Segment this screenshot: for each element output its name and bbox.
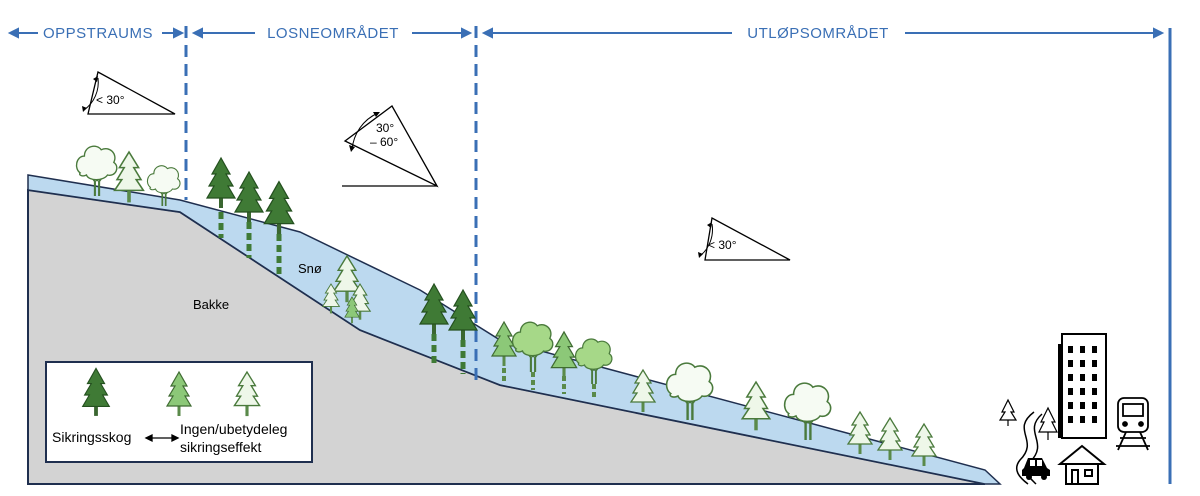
snow-label: Snø — [298, 261, 322, 276]
angle-label-release-top: 30° — [376, 121, 394, 135]
protective-tree — [263, 180, 295, 276]
building-icon — [1058, 333, 1107, 439]
protective-tree — [419, 283, 449, 364]
snow-layer — [27, 174, 1002, 485]
small-tree-icon — [998, 398, 1058, 440]
dark-conifer-icon — [206, 157, 236, 209]
dark-conifer-icon — [234, 171, 264, 223]
angle-label-runout: < 30° — [708, 238, 737, 252]
road-icon — [1016, 411, 1035, 485]
runout-trees — [491, 321, 937, 467]
zone-label-release: LOSNEOMRÅDET — [267, 25, 399, 42]
zone-dividers — [184, 26, 1172, 484]
angle-label-release-bottom: – 60° — [370, 135, 398, 149]
train-icon — [1116, 397, 1150, 451]
angle-label-upstream: < 30° — [96, 93, 125, 107]
angle-indicator-upstream: < 30° — [82, 71, 176, 115]
legend-no-effect-line1: Ingen/ubetydeleg — [180, 421, 287, 437]
protective-tree — [234, 171, 264, 258]
zone-arrows — [7, 27, 1165, 39]
angle-indicator-release: 30° – 60° — [342, 105, 439, 188]
legend-no-effect-line2: sikringseffekt — [180, 439, 262, 455]
infrastructure — [998, 333, 1150, 485]
zone-label-upstream: OPPSTRAUMS — [43, 25, 153, 42]
angle-indicator-runout: < 30° — [698, 216, 791, 261]
house-icon — [1057, 444, 1107, 485]
protective-tree — [448, 289, 478, 374]
legend: Sikringsskog Ingen/ubetydeleg sikringsef… — [45, 361, 313, 463]
release-trees — [206, 157, 478, 374]
legend-double-arrow — [144, 433, 180, 443]
legend-protective-forest: Sikringsskog — [52, 429, 131, 445]
zone-label-runout: UTLØPSOMRÅDET — [747, 25, 889, 42]
protective-tree — [206, 157, 236, 238]
ground-label: Bakke — [193, 297, 229, 312]
car-icon — [1022, 458, 1050, 480]
